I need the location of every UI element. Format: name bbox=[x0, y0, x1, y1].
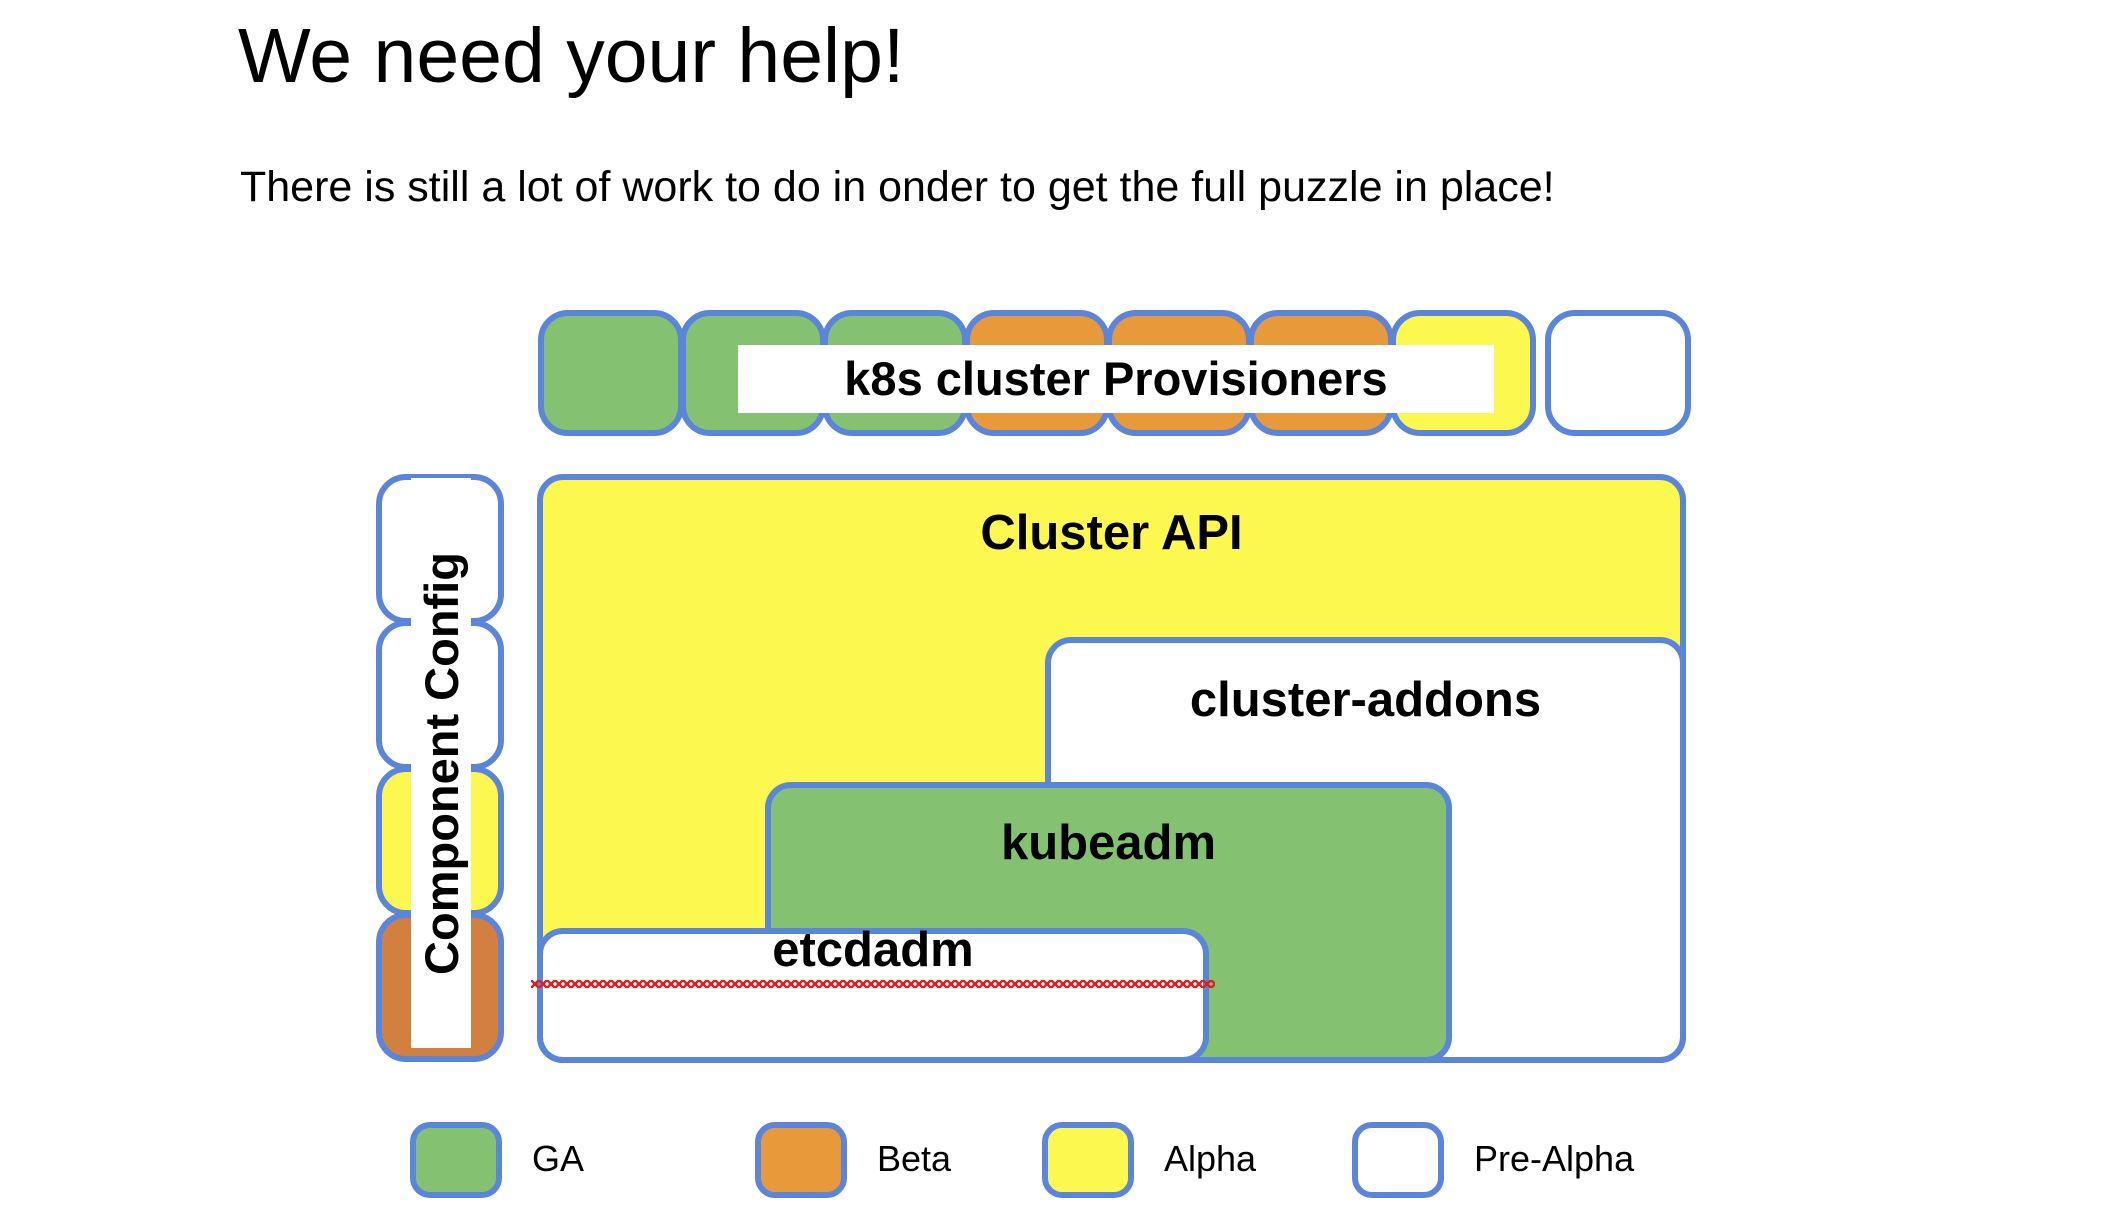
legend-label-prealpha: Pre-Alpha bbox=[1474, 1138, 1635, 1179]
component-config-title-text: Component Config bbox=[414, 551, 468, 975]
legend-label-alpha: Alpha bbox=[1164, 1138, 1257, 1179]
legend-label-ga: GA bbox=[532, 1138, 585, 1179]
legend-swatch-ga bbox=[410, 1122, 502, 1198]
page-subtitle: There is still a lot of work to do in on… bbox=[240, 163, 1555, 211]
legend-swatch-prealpha bbox=[1352, 1122, 1444, 1198]
legend-label-beta: Beta bbox=[877, 1138, 952, 1179]
provisioner-box-1[interactable] bbox=[538, 310, 684, 436]
component-config-plate bbox=[411, 478, 471, 1048]
legend: GA Beta Alpha Pre-Alpha bbox=[0, 1122, 2126, 1212]
etcdadm-box[interactable] bbox=[537, 928, 1209, 1063]
etcdadm-label: etcdadm bbox=[772, 923, 974, 977]
provisioner-box-8[interactable] bbox=[1545, 310, 1691, 436]
component-config-title: Component Config bbox=[411, 478, 471, 1048]
spellcheck-squiggle-icon bbox=[531, 980, 1215, 988]
provisioner-title-plate bbox=[738, 345, 1494, 413]
legend-swatch-beta bbox=[755, 1122, 847, 1198]
provisioner-title: k8s cluster Provisioners bbox=[844, 352, 1388, 405]
kubeadm-label: kubeadm bbox=[1000, 816, 1217, 870]
cluster-api-label: Cluster API bbox=[980, 506, 1243, 560]
cluster-addons-label: cluster-addons bbox=[1189, 673, 1542, 727]
etcdadm-label-wrapper: etcdadm bbox=[531, 922, 1215, 988]
legend-swatch-alpha bbox=[1042, 1122, 1134, 1198]
page-title: We need your help! bbox=[238, 13, 905, 99]
